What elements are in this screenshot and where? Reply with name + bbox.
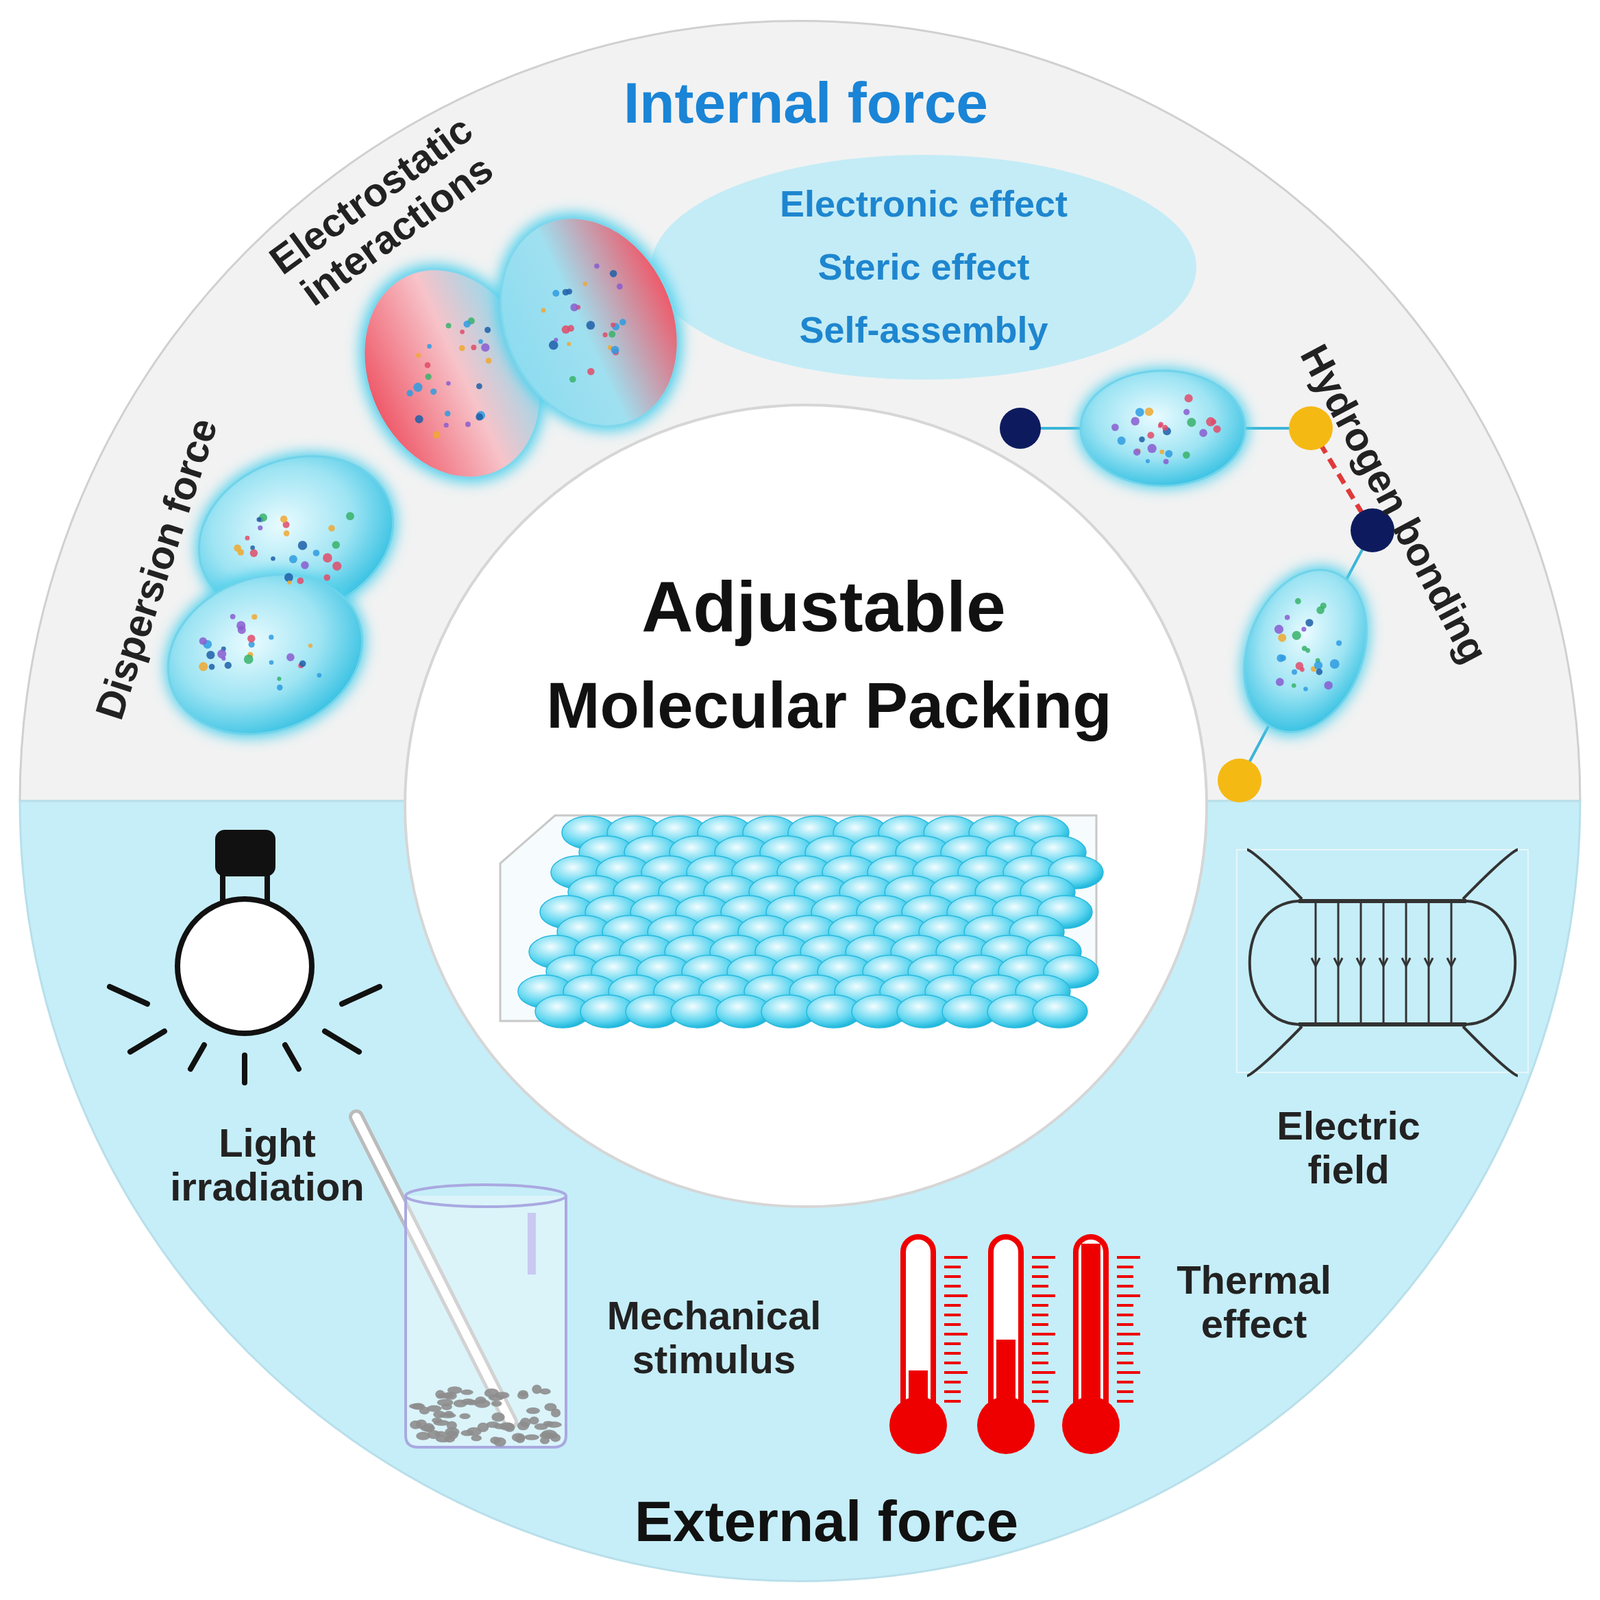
center-title: Adjustable [641, 567, 1006, 646]
effects-ellipse: Electronic effectSteric effectSelf-assem… [649, 153, 1198, 381]
section-heading: External force [634, 1489, 1019, 1553]
stimulus-label: Mechanical stimulus [576, 1293, 852, 1382]
stimulus-label: Electric field [1238, 1103, 1459, 1192]
effect-label: Electronic effect [779, 183, 1068, 225]
force-label: Electrostatic interactions [227, 82, 540, 342]
stimulus-label: Thermal effect [1147, 1258, 1361, 1346]
section-heading: Internal force [623, 71, 989, 135]
center-circle: AdjustableMolecular Packing [402, 402, 1209, 1209]
effect-label: Self-assembly [798, 309, 1048, 351]
force-label: Hydrogen bonding [1292, 337, 1497, 670]
center-title: Molecular Packing [546, 670, 1112, 741]
force-label: Dispersion force [87, 412, 226, 725]
effect-label: Steric effect [817, 246, 1030, 288]
stimulus-label: Light irradiation [123, 1121, 412, 1209]
center-circle-shape [402, 402, 1209, 1209]
